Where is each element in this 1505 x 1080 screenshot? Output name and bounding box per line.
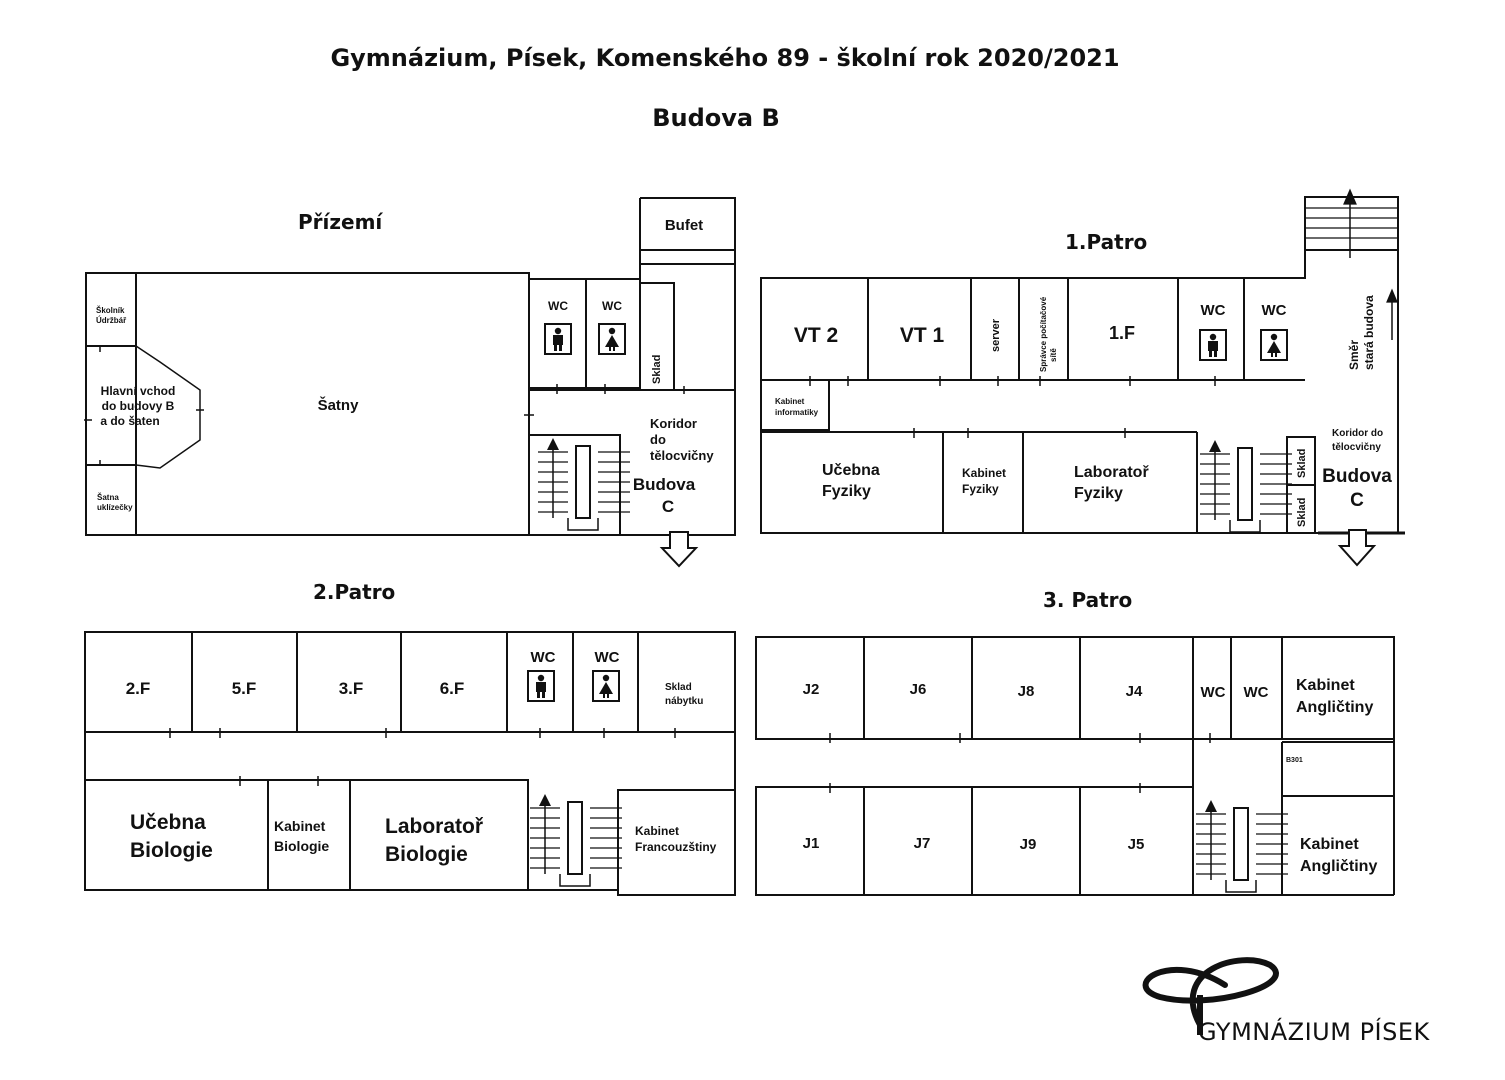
wc-women-icon [592,670,620,702]
school-logo [1142,957,1279,1035]
room-label: server [990,318,1002,352]
room-label: J5 [1128,836,1145,853]
room-label: WC [1201,684,1226,701]
room-label: Šatny [318,396,360,414]
floor-title-third: 3. Patro [1043,588,1133,612]
room-label: J6 [910,681,927,698]
room-label: Sklad [651,355,663,384]
arrow-down-icon [659,531,699,568]
wc-women-icon [1260,329,1288,361]
room-label: Bufet [665,217,703,234]
arrow-down-icon [1337,529,1377,567]
room-label: WC [531,649,556,666]
wc-men-icon [544,323,572,355]
wc-women-icon [598,323,626,355]
room-label: 1.F [1109,323,1135,343]
room-label: J4 [1126,683,1143,700]
stairs-icon [529,793,623,887]
room-label: WC [548,299,568,313]
building-subtitle: Budova B [652,104,780,132]
room-label: WC [595,649,620,666]
room-label: 5.F [232,679,257,698]
stairs-icon [1305,188,1398,340]
stairs-icon [537,437,631,531]
room-label: 3.F [339,679,364,698]
floor-title-second: 2.Patro [313,580,396,604]
room-label: J1 [803,835,820,852]
room-label: J9 [1020,836,1037,853]
wc-men-icon [1199,329,1227,361]
room-label: J7 [914,835,931,852]
room-label: Správce počítačovésítě [1039,296,1058,372]
room-label: WC [602,299,622,313]
room-label: Směrstará budova [1347,295,1376,370]
room-label: WC [1201,302,1226,319]
room-label: WC [1244,684,1269,701]
floor-title-ground: Přízemí [298,210,383,234]
room-label: 6.F [440,679,465,698]
room-label: J2 [803,681,820,698]
room-label: VT 2 [794,324,838,347]
wc-men-icon [527,670,555,702]
page-title: Gymnázium, Písek, Komenského 89 - školní… [330,44,1120,72]
room-label: 2.F [126,679,151,698]
school-logo-text: GYMNÁZIUM PÍSEK [1198,1018,1430,1046]
room-label: VT 1 [900,324,945,347]
room-label: WC [1262,302,1287,319]
floor-title-first: 1.Patro [1065,230,1148,254]
stairs-icon [1195,799,1289,893]
room-label: B301 [1286,757,1303,764]
room-label: J8 [1018,683,1035,700]
stairs-icon [1199,439,1293,533]
room-label: Sklad [1296,498,1308,527]
room-label: Sklad [1296,449,1308,478]
